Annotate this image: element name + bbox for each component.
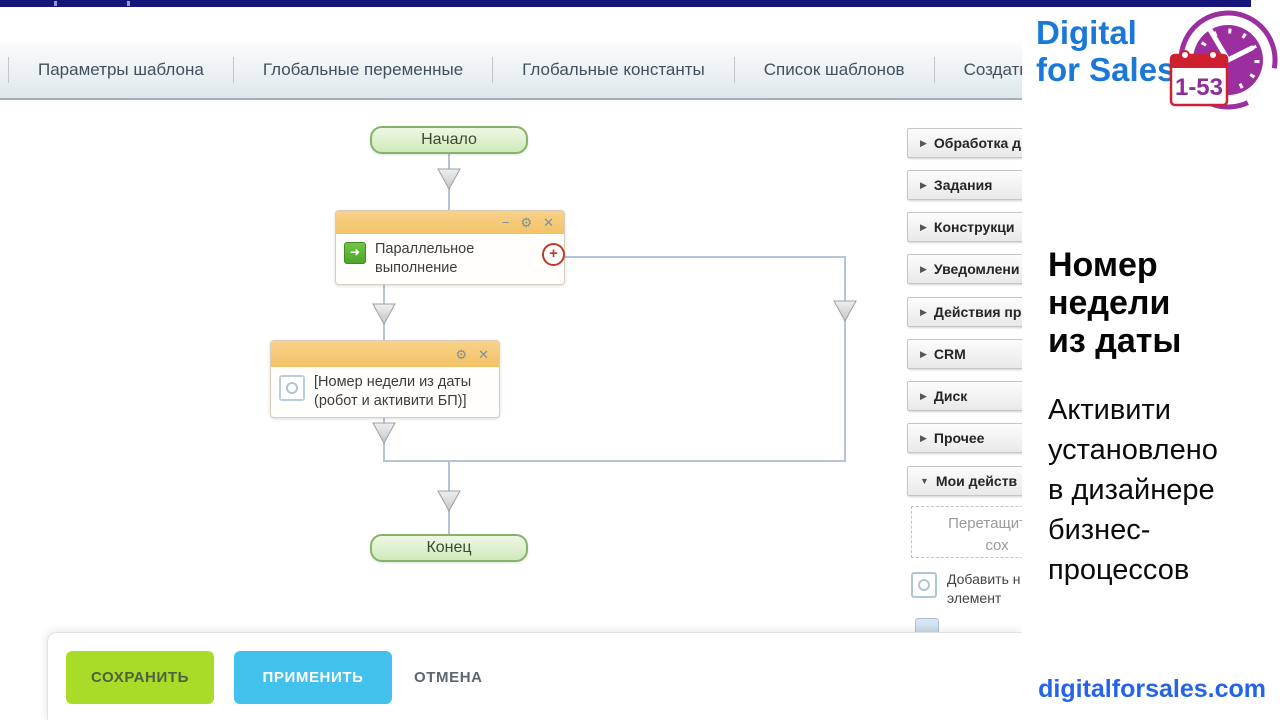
arrow-down-icon (437, 490, 461, 517)
connector-line (844, 256, 846, 462)
palette-category-label: Прочее (933, 430, 985, 446)
tab-separator (8, 57, 9, 83)
palette-item-add-element[interactable]: Добавить н элемент (911, 570, 1081, 608)
tab-separator (733, 57, 735, 83)
tab-separator (492, 57, 494, 83)
chevron-right-icon: ▶ (920, 263, 927, 274)
palette-category-label: Задания (933, 177, 993, 193)
chevron-right-icon: ▶ (920, 306, 927, 317)
connector-line (563, 256, 846, 258)
chevron-down-icon: ▼ (920, 476, 929, 486)
flow-start-node[interactable]: Начало (370, 126, 528, 154)
block-title: Параллельное выполнение (375, 241, 475, 276)
palette-category-label: Действия пр (933, 304, 1022, 320)
palette-category-label: Диск (933, 388, 968, 404)
strip-divider (54, 1, 57, 6)
palette-item-label: Добавить н элемент (947, 571, 1021, 606)
minimize-icon[interactable]: − (501, 215, 510, 230)
palette-category-label: CRM (933, 346, 966, 362)
brand-logo-text: Digital for Sales (1036, 14, 1175, 88)
save-button[interactable]: СОХРАНИТЬ (66, 650, 214, 704)
tab-separator (933, 57, 935, 83)
palette-category-label: Мои действ (935, 473, 1018, 489)
chevron-right-icon: ▶ (920, 390, 927, 401)
strip-divider (127, 1, 130, 6)
chevron-right-icon: ▶ (920, 432, 927, 443)
calendar-badge: 1-53 (1169, 50, 1229, 107)
chevron-right-icon: ▶ (920, 348, 927, 359)
block-title: [Номер недели из даты (робот и активити … (314, 374, 472, 409)
tab-template-list[interactable]: Список шаблонов (763, 60, 905, 79)
activity-icon (911, 572, 937, 598)
parallel-execution-block[interactable]: − ⚙ ✕ ➜ Параллельное выполнение (335, 210, 565, 285)
clock-calendar-logo-icon: 1-53 (1168, 2, 1280, 123)
add-branch-button[interactable]: + (542, 243, 565, 266)
brand-heading: Номер недели из даты (1048, 246, 1182, 360)
tab-global-constants[interactable]: Глобальные константы (522, 60, 705, 79)
flow-end-node[interactable]: Конец (370, 534, 528, 562)
brand-website-link[interactable]: digitalforsales.com (1038, 675, 1266, 703)
parallel-activity-icon: ➜ (344, 242, 366, 264)
arrow-down-icon (372, 422, 396, 449)
palette-category-label: Конструкци (933, 219, 1015, 235)
chevron-right-icon: ▶ (920, 179, 927, 190)
settings-gear-icon[interactable]: ⚙ (455, 346, 468, 362)
week-number-activity-block[interactable]: ⚙ ✕ [Номер недели из даты (робот и актив… (270, 340, 500, 418)
arrow-down-icon (372, 303, 396, 330)
brand-description: Активити установлено в дизайнере бизнес-… (1048, 394, 1218, 586)
week-range-badge: 1-53 (1175, 74, 1223, 101)
connector-line (384, 460, 846, 462)
logo-line2: for Sales (1036, 51, 1176, 88)
brand-sidebar: Digital for Sales 1-53 Номер недели из д… (1022, 0, 1280, 720)
chevron-right-icon: ▶ (920, 221, 927, 232)
activity-icon (279, 375, 305, 401)
cancel-link[interactable]: ОТМЕНА (414, 668, 483, 686)
close-icon[interactable]: ✕ (543, 215, 554, 230)
palette-category-label: Уведомлени (933, 261, 1020, 277)
settings-gear-icon[interactable]: ⚙ (520, 215, 533, 230)
logo-line1: Digital (1036, 14, 1137, 51)
chevron-right-icon: ▶ (920, 137, 927, 148)
action-bar: СОХРАНИТЬ ПРИМЕНИТЬ ОТМЕНА (47, 632, 1023, 720)
tab-global-variables[interactable]: Глобальные переменные (262, 60, 464, 79)
tab-separator (232, 57, 234, 83)
arrow-down-icon (833, 300, 857, 327)
block-header: − ⚙ ✕ (336, 211, 564, 234)
apply-button[interactable]: ПРИМЕНИТЬ (234, 650, 392, 704)
arrow-down-icon (437, 168, 461, 195)
block-header: ⚙ ✕ (271, 341, 499, 367)
browser-top-strip (0, 0, 1251, 7)
tab-template-params[interactable]: Параметры шаблона (38, 60, 204, 79)
close-icon[interactable]: ✕ (478, 346, 489, 362)
palette-category-label: Обработка д (933, 135, 1022, 151)
